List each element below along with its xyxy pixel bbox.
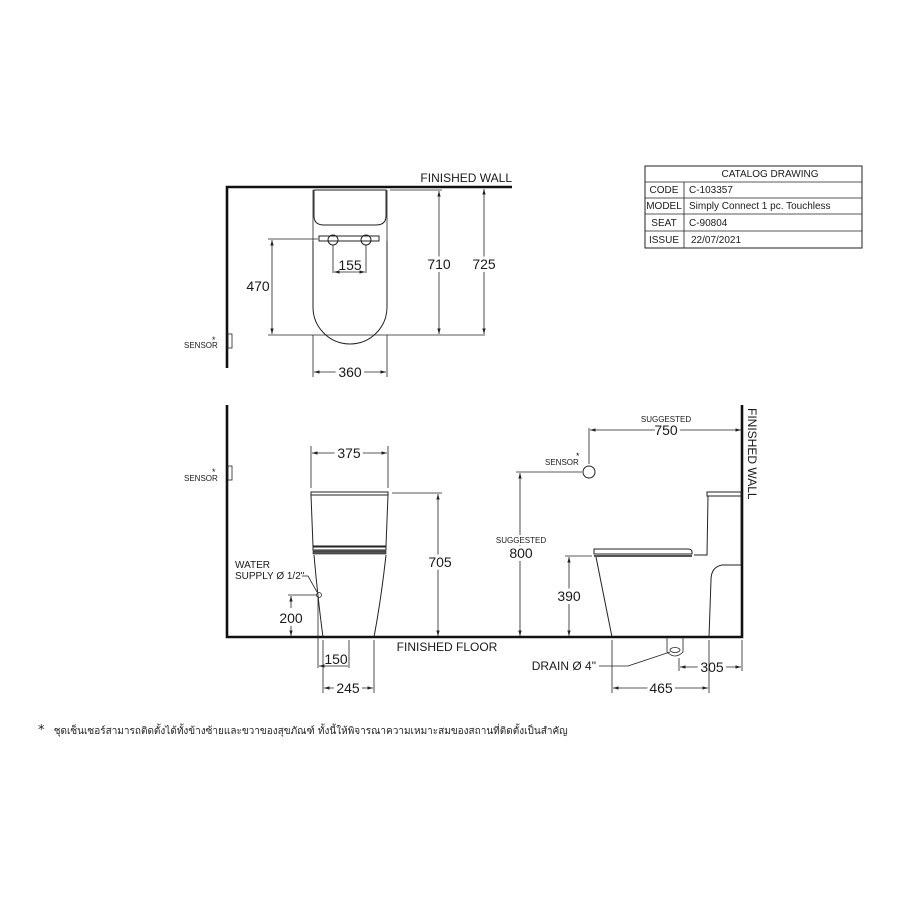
dim-fixing-to-front: 470 bbox=[246, 278, 270, 294]
dim-base-length: 465 bbox=[649, 680, 673, 696]
row-key-code: CODE bbox=[650, 185, 679, 196]
side-seat-icon bbox=[593, 548, 693, 555]
side-sensor-mark: * bbox=[576, 451, 580, 461]
plan-view: FINISHED WALL SENSOR * 155 470 710 725 bbox=[184, 171, 512, 383]
side-floor-wall-line bbox=[517, 405, 744, 639]
drain-icon bbox=[666, 637, 684, 657]
water-supply-label-1: WATER bbox=[235, 560, 270, 571]
water-supply-icon bbox=[316, 592, 322, 598]
dim-drain-from-wall: 305 bbox=[700, 659, 724, 675]
finished-wall-line bbox=[225, 185, 512, 368]
row-key-seat: SEAT bbox=[651, 218, 676, 229]
side-sensor-label: SENSOR bbox=[545, 458, 579, 467]
water-supply-label-2: SUPPLY Ø 1/2" bbox=[235, 571, 305, 582]
row-value-issue: 22/07/2021 bbox=[691, 235, 741, 246]
row-value-code: C-103357 bbox=[689, 185, 733, 196]
dim-tank-width: 375 bbox=[337, 445, 361, 461]
side-wall-label: FINISHED WALL bbox=[745, 408, 759, 500]
front-wall-floor-line bbox=[225, 405, 517, 639]
front-bowl-right bbox=[373, 554, 387, 638]
dim-seat-height: 390 bbox=[557, 588, 581, 604]
finished-floor-label: FINISHED FLOOR bbox=[397, 640, 498, 654]
row-key-issue: ISSUE bbox=[649, 235, 679, 246]
dim-sensor-height: 800 bbox=[509, 545, 533, 561]
footnote-text: ชุดเซ็นเซอร์สามารถติดตั้งได้ทั้งข้างซ้าย… bbox=[53, 726, 568, 737]
dim-supply-offset: 150 bbox=[324, 651, 348, 667]
plan-sensor-label: SENSOR bbox=[184, 341, 218, 350]
side-bowl-back bbox=[708, 564, 741, 638]
plan-bowl-icon bbox=[312, 241, 388, 345]
front-view: SENSOR * 375 705 WATER SUPPLY Ø 1/2" 200 bbox=[184, 405, 517, 699]
dim-fixing-spacing: 155 bbox=[338, 257, 362, 273]
dim-width: 360 bbox=[338, 364, 362, 380]
drain-label: DRAIN Ø 4" bbox=[532, 659, 596, 673]
footnote-mark: * bbox=[38, 723, 45, 738]
footnote: * ชุดเซ็นเซอร์สามารถติดตั้งได้ทั้งข้างซ้… bbox=[38, 723, 568, 739]
dim-depth-bowl: 710 bbox=[427, 256, 451, 272]
front-tank-icon bbox=[310, 494, 389, 547]
side-suggested-750-label: SUGGESTED bbox=[641, 415, 691, 424]
dim-sensor-from-wall: 750 bbox=[654, 422, 678, 438]
catalog-title: CATALOG DRAWING bbox=[721, 169, 818, 180]
front-sensor-icon bbox=[227, 465, 233, 481]
plan-tank-icon bbox=[313, 189, 387, 226]
dim-depth-overall: 725 bbox=[472, 256, 496, 272]
catalog-table: CATALOG DRAWING CODE C-103357 MODEL Simp… bbox=[644, 165, 863, 249]
front-sensor-label: SENSOR bbox=[184, 474, 218, 483]
side-sensor-icon bbox=[582, 465, 596, 479]
row-value-model: Simply Connect 1 pc. Touchless bbox=[689, 201, 831, 212]
side-suggested-800-label: SUGGESTED bbox=[496, 536, 546, 545]
row-key-model: MODEL bbox=[646, 201, 682, 212]
plan-wall-label: FINISHED WALL bbox=[420, 171, 512, 185]
dim-front-height: 705 bbox=[428, 554, 452, 570]
row-value-seat: C-90804 bbox=[689, 218, 728, 229]
plan-sensor-mark: * bbox=[212, 335, 216, 345]
side-view: FINISHED WALL SENSOR * SUGGESTED 750 SUG… bbox=[494, 405, 759, 699]
dim-base-width: 245 bbox=[336, 680, 360, 696]
dim-supply-height: 200 bbox=[279, 610, 303, 626]
plan-sensor-icon bbox=[227, 333, 233, 349]
side-bowl-front bbox=[595, 556, 613, 638]
front-sensor-mark: * bbox=[212, 467, 216, 477]
